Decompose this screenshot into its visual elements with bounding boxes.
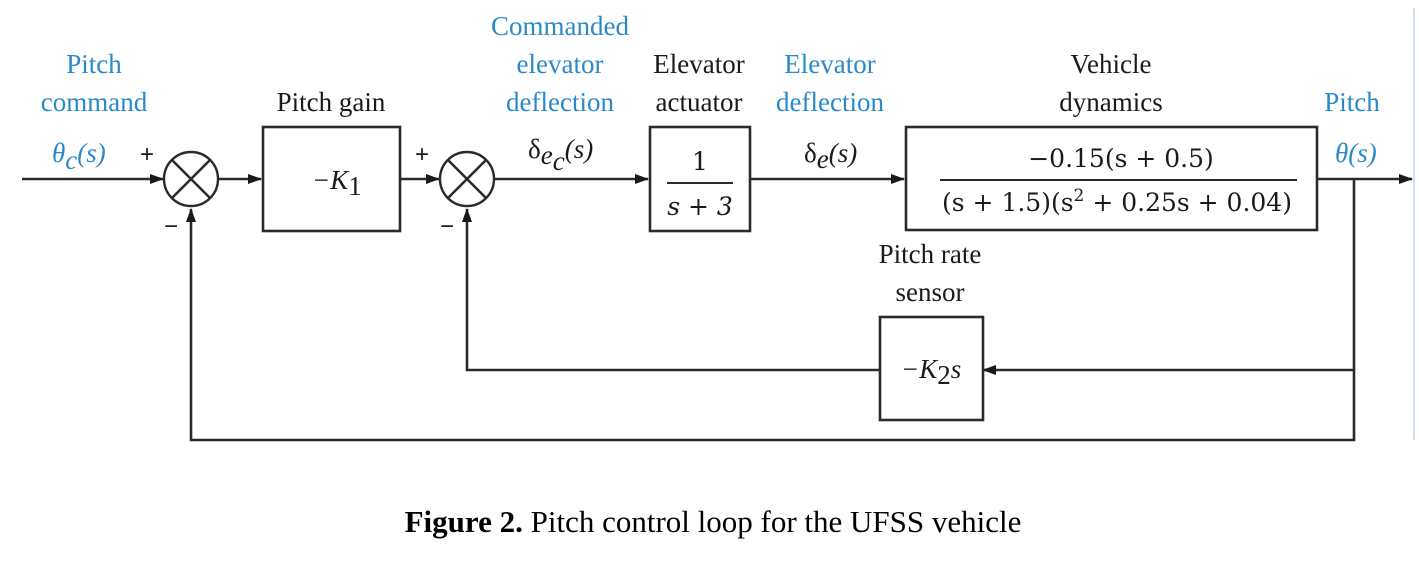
inner-minus-sign: − (440, 213, 454, 240)
commanded-line2: elevator (517, 49, 604, 79)
inner-summing-junction (438, 150, 496, 208)
vehicle-dynamics-block: −0.15(s + 0.5) (s + 1.5)(s2 + 0.25s + 0.… (904, 125, 1319, 232)
actuator-numerator: 1 (692, 147, 708, 176)
vehicle-dynamics-title-line2: dynamics (1059, 87, 1162, 117)
pitch-output-label: Pitch θ(s) (1324, 87, 1380, 168)
commanded-elevator-deflection-label: Commanded elevator deflection (491, 11, 629, 117)
actuator-denominator: s + 3 (667, 192, 733, 221)
figure-caption: Figure 2. Pitch control loop for the UFS… (405, 504, 1022, 539)
outer-feedback-wire (186, 179, 1356, 442)
pitch-gain-block: −K1 (261, 125, 402, 233)
pitch-gain-title: Pitch gain (277, 87, 386, 117)
delta-e-symbol: δe(s) (804, 138, 857, 174)
pitch-rate-sensor-expr: −K2s (901, 354, 961, 390)
outer-summing-junction (162, 150, 220, 208)
commanded-line3: deflection (506, 87, 614, 117)
theta-c-symbol: θc(s) (52, 138, 106, 175)
theta-symbol: θ(s) (1335, 138, 1377, 168)
delta-ec-symbol: δec(s) (528, 134, 593, 176)
outer-minus-sign: − (164, 213, 178, 240)
pitch-command-line1: Pitch (66, 49, 122, 79)
pitch-rate-sensor-block: −K2s (878, 315, 985, 422)
vehicle-numerator: −0.15(s + 0.5) (1028, 144, 1214, 173)
pitch-line1: Pitch (1324, 87, 1380, 117)
elevator-actuator-title-line2: actuator (656, 87, 743, 117)
vehicle-denominator: (s + 1.5)(s2 + 0.25s + 0.04) (942, 186, 1292, 217)
pitch-rate-sensor-title-line1: Pitch rate (879, 239, 982, 269)
pitch-rate-sensor-title-line2: sensor (896, 277, 965, 307)
inner-feedback-wire (462, 208, 880, 372)
vehicle-dynamics-title-line1: Vehicle (1071, 49, 1152, 79)
pitch-gain-expr: −K1 (312, 165, 362, 201)
elevator-deflection-line1: Elevator (784, 49, 875, 79)
inner-plus-sign: + (415, 141, 429, 168)
elevator-actuator-block: 1 s + 3 (648, 125, 752, 233)
pitch-command-label: Pitch command θc(s) (41, 49, 148, 175)
elevator-actuator-title-line1: Elevator (653, 49, 744, 79)
commanded-line1: Commanded (491, 11, 629, 41)
elevator-deflection-label: Elevator deflection (776, 49, 884, 117)
pitch-command-line2: command (41, 87, 148, 117)
outer-plus-sign: + (140, 141, 154, 168)
elevator-deflection-line2: deflection (776, 87, 884, 117)
